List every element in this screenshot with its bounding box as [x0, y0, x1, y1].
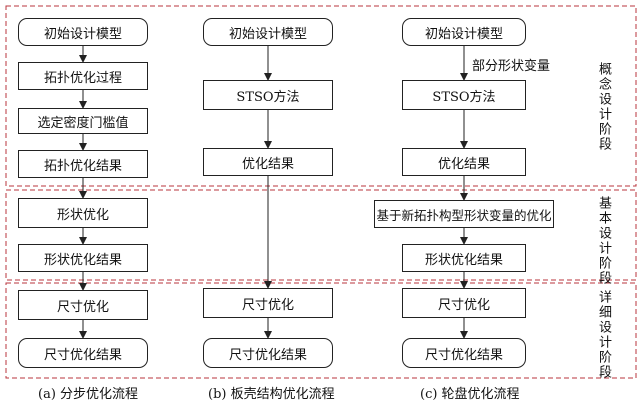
col-a-size-opt: 尺寸优化 — [18, 290, 148, 320]
stage-frame-concept — [5, 5, 637, 187]
col-c-new-topology-shape-opt: 基于新拓扑构型形状变量的优化 — [374, 200, 554, 228]
col-b-stso-method: STSO方法 — [203, 80, 333, 110]
col-c-size-result: 尺寸优化结果 — [402, 338, 526, 368]
caption-b: (b) 板壳结构优化流程 — [208, 387, 335, 402]
col-a-density-threshold: 选定密度门槛值 — [18, 108, 148, 134]
stage-frame-basic — [5, 189, 637, 281]
col-a-shape-opt: 形状优化 — [18, 198, 148, 228]
col-b-initial-model: 初始设计模型 — [203, 18, 333, 46]
stage-frame-detail — [5, 282, 637, 379]
stage-label-basic: 基本设计阶段 — [596, 196, 611, 286]
col-a-initial-model: 初始设计模型 — [18, 18, 148, 46]
col-a-topology-process: 拓扑优化过程 — [18, 62, 148, 90]
caption-a: (a) 分步优化流程 — [38, 387, 139, 402]
col-b-opt-result: 优化结果 — [203, 148, 333, 176]
stage-label-concept: 概念设计阶段 — [596, 62, 611, 152]
caption-c: (c) 轮盘优化流程 — [420, 387, 520, 402]
col-c-opt-result: 优化结果 — [402, 148, 526, 176]
col-c-shape-result: 形状优化结果 — [402, 244, 526, 272]
col-c-arrow-label: 部分形状变量 — [472, 59, 551, 74]
col-c-initial-model: 初始设计模型 — [402, 18, 526, 46]
col-c-size-opt: 尺寸优化 — [402, 288, 526, 318]
col-c-stso-method: STSO方法 — [402, 80, 526, 110]
col-b-size-opt: 尺寸优化 — [203, 288, 333, 318]
col-a-topology-result: 拓扑优化结果 — [18, 150, 148, 178]
col-a-shape-result: 形状优化结果 — [18, 244, 148, 272]
col-a-size-result: 尺寸优化结果 — [18, 338, 148, 368]
col-b-size-result: 尺寸优化结果 — [203, 338, 333, 368]
stage-label-detail: 详细设计阶段 — [596, 290, 611, 380]
